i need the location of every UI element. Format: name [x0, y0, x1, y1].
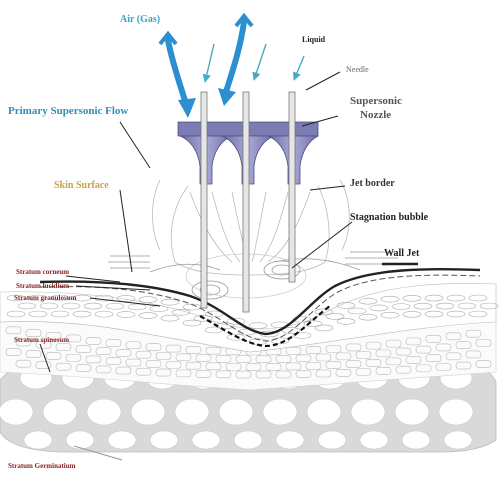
stagnation-bubble: [149, 253, 361, 300]
air-arrows: [158, 12, 254, 118]
stratum-spinosum-label: Stratum spinosum: [14, 336, 69, 344]
stratum-lucidum-label: Stratum lucidium: [16, 282, 69, 290]
primary-flow-label: Primary Supersonic Flow: [8, 105, 128, 117]
stratum-germinativum-label: Stratum Germinatium: [8, 462, 76, 470]
labels: Air (Gas) Liquid Needle Primary Superson…: [8, 14, 429, 470]
skin-surface-label: Skin Surface: [54, 180, 109, 191]
stratum-granulosum-label: Stratum granulosum: [14, 294, 77, 302]
needle-label: Needle: [346, 65, 369, 74]
stagnation-bubble-label: Stagnation bubble: [350, 212, 429, 223]
liquid-label: Liquid: [302, 35, 326, 44]
leader-lines: [39, 71, 418, 461]
stratum-spinosum-layer: [0, 319, 497, 391]
nozzle-label: Nozzle: [360, 109, 391, 121]
jet-plume-region: [152, 179, 350, 276]
wall-jet-label: Wall Jet: [384, 248, 420, 259]
stratum-corneum-label: Stratum corneum: [16, 268, 69, 276]
stratum-corneum-layer: [39, 267, 481, 348]
supersonic-label: Supersonic: [350, 95, 402, 107]
liquid-arrows: [202, 43, 305, 83]
jet-border-label: Jet border: [350, 178, 395, 189]
needles: [200, 91, 296, 313]
air-gas-label: Air (Gas): [120, 14, 160, 25]
